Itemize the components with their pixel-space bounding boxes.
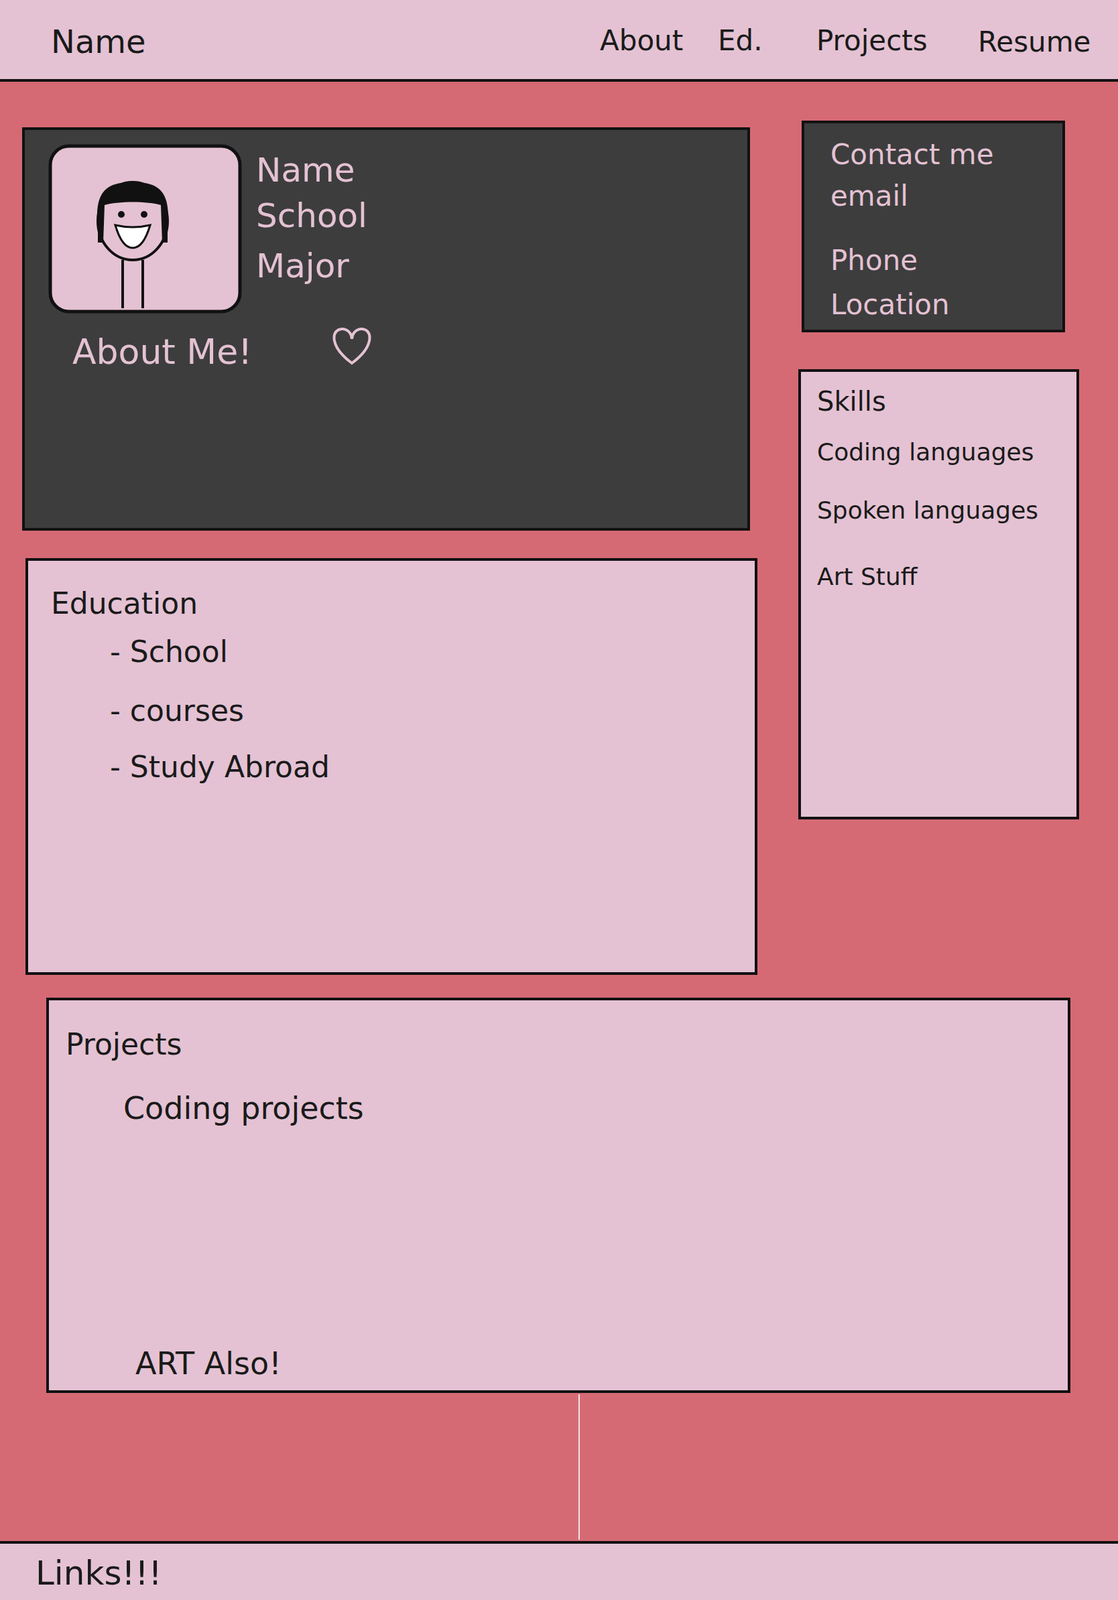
- item-text: Major: [256, 245, 350, 287]
- heading-text: Name: [256, 150, 356, 191]
- item-text: Coding languages: [817, 437, 1035, 467]
- item-text: About: [599, 24, 683, 58]
- heading-text: Education: [50, 586, 198, 623]
- item-text: School: [256, 195, 368, 236]
- contact-card: Contact me emailPhoneLocation: [801, 120, 1066, 333]
- heading-text: Skills: [817, 385, 887, 418]
- skills-card: SkillsCoding languagesSpoken languagesAr…: [798, 369, 1080, 820]
- item-text: Location: [830, 288, 950, 322]
- heading-text: Name: [50, 22, 147, 62]
- profile-card: NameSchoolMajorAbout Me!: [22, 127, 751, 531]
- projects-card: ProjectsCoding projectsART Also!: [46, 998, 1071, 1394]
- item-text: Spoken languages: [817, 495, 1039, 525]
- item-text: email: [830, 179, 909, 214]
- item-text: Art Stuff: [817, 562, 918, 592]
- item-text: Coding projects: [123, 1090, 364, 1128]
- footer-bar: Links!!!: [0, 1541, 1118, 1600]
- item-text: Phone: [830, 243, 918, 278]
- nav-bar: Name About Ed. Projects Resume: [0, 0, 1118, 82]
- item-text: ART Also!: [135, 1345, 282, 1383]
- item-text: About Me!: [72, 331, 253, 373]
- item-text: - Study Abroad: [109, 750, 330, 786]
- item-text: Projects: [816, 24, 928, 58]
- divider-line: [578, 1394, 580, 1541]
- heading-text: Contact me: [830, 138, 995, 172]
- item-text: - courses: [109, 693, 244, 730]
- item-text: - School: [109, 634, 228, 671]
- heading-text: Projects: [65, 1027, 182, 1064]
- education-card: Education - School - courses - Study Abroad: [25, 558, 758, 976]
- item-text: Resume: [977, 25, 1091, 59]
- item-text: Ed.: [717, 24, 763, 58]
- heading-text: Links!!!: [35, 1553, 163, 1594]
